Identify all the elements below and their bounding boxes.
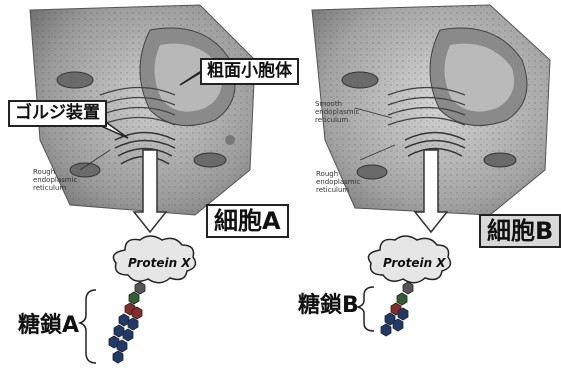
callout-golgi: ゴルジ装置	[8, 100, 107, 127]
protein-label-a: Protein X	[128, 256, 191, 270]
cell-a-label: 細胞A	[206, 204, 289, 238]
sugar-chain-a	[109, 282, 145, 363]
callout-rough-er: 粗面小胞体	[200, 58, 299, 85]
label-rough-er-left: Rough endoplasmic reticulum	[33, 168, 77, 192]
label-smooth-er-right: Smooth endoplasmic reticulum	[315, 100, 359, 124]
bracket-b	[358, 287, 374, 331]
sugar-chain-b-label: 糖鎖B	[298, 287, 359, 319]
cell-b-illustration	[300, 0, 561, 250]
sugar-chain-a-label: 糖鎖A	[18, 307, 79, 339]
protein-label-b: Protein X	[383, 256, 446, 270]
sugar-chain-b	[381, 282, 413, 336]
label-rough-er-right: Rough endoplasmic reticulum	[316, 170, 360, 194]
bracket-a	[80, 290, 96, 363]
protein-x-a: Protein X	[0, 235, 290, 371]
